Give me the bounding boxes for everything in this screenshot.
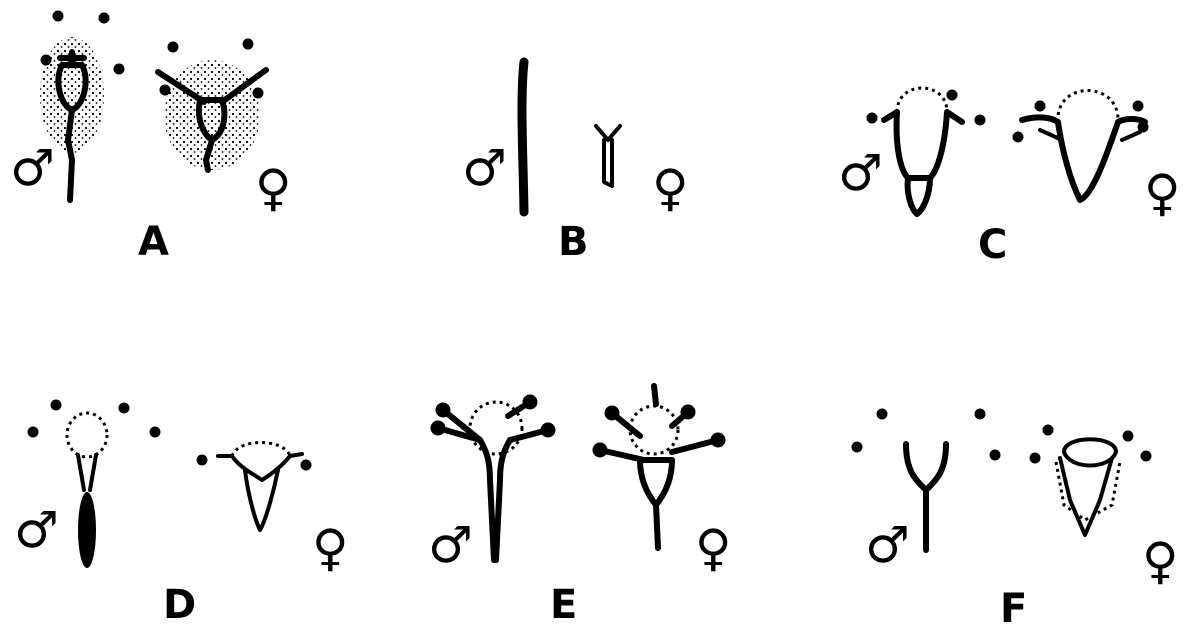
cup-outline	[881, 109, 965, 181]
panel-f-label: F	[1000, 586, 1027, 628]
dot	[98, 12, 110, 24]
stalk	[477, 437, 513, 563]
cup-outline	[216, 452, 304, 482]
dot	[1034, 100, 1046, 112]
panel-c-label: C	[978, 222, 1007, 268]
panel-f: ♂ ♀ F	[851, 408, 1179, 628]
panel-e-male-figure	[430, 394, 556, 563]
panel-d-female-figure	[196, 441, 312, 532]
dot	[1132, 100, 1144, 112]
stalk	[65, 107, 75, 203]
dot	[1140, 450, 1152, 462]
panel-b-label: B	[558, 219, 589, 265]
female-symbol: ♀	[652, 159, 689, 217]
dashed-circle	[468, 400, 524, 456]
dot	[159, 84, 171, 96]
panel-d-male-figure	[27, 399, 161, 568]
tip	[243, 468, 280, 532]
female-symbol: ♀	[695, 519, 732, 577]
male-symbol: ♂	[838, 144, 883, 202]
dot	[851, 441, 863, 453]
panel-d-label: D	[163, 582, 196, 628]
dot	[113, 63, 125, 75]
dashed-arc	[1056, 89, 1120, 123]
female-symbol: ♀	[1142, 532, 1179, 590]
dot	[876, 408, 888, 420]
panel-e-female-figure	[592, 383, 726, 551]
dot	[242, 38, 254, 50]
dashed-circle	[65, 411, 109, 459]
panel-e: ♂ ♀ E	[428, 383, 732, 628]
panel-a-label: A	[138, 219, 169, 265]
dot	[1042, 424, 1054, 436]
stalk	[76, 453, 98, 492]
dot	[974, 114, 986, 126]
cup-outline	[903, 441, 949, 493]
dot	[1029, 452, 1041, 464]
dot	[118, 402, 130, 414]
panel-b-female-figure	[594, 124, 622, 188]
panel-a-male-figure	[40, 10, 125, 203]
dot	[52, 10, 64, 22]
dot	[1122, 430, 1134, 442]
panel-b: ♂ ♀ B	[462, 57, 689, 265]
tip	[904, 175, 933, 217]
panel-b-male-figure	[517, 57, 529, 217]
panel-f-female-figure	[1029, 424, 1152, 537]
cup-outline	[1062, 437, 1118, 468]
cup-outline	[1019, 114, 1148, 203]
dashed-arc	[895, 86, 949, 113]
panel-f-male-figure	[851, 408, 1001, 553]
dot	[167, 41, 179, 53]
panel-a: ♂ ♀ A	[10, 10, 292, 265]
panel-e-label: E	[550, 582, 577, 628]
panel-d: ♂ ♀ D	[14, 399, 349, 628]
stalk	[637, 457, 675, 551]
dot	[149, 426, 161, 438]
dot	[974, 408, 986, 420]
panel-a-female-figure	[155, 38, 269, 173]
solid-body	[78, 492, 96, 568]
dotted-edge	[1054, 461, 1122, 522]
female-symbol: ♀	[312, 519, 349, 577]
stipple-region	[40, 37, 104, 153]
dot	[866, 112, 878, 124]
panel-c: ♂ ♀ C	[838, 86, 1181, 268]
tip	[1058, 456, 1114, 537]
dot	[1012, 131, 1024, 143]
stipple-region	[164, 60, 260, 170]
male-symbol: ♂	[865, 516, 910, 574]
female-symbol: ♀	[255, 159, 292, 217]
male-symbol: ♂	[10, 139, 55, 197]
arms	[1038, 128, 1142, 142]
dot	[50, 399, 62, 411]
dot	[196, 454, 208, 466]
male-symbol: ♂	[14, 501, 59, 559]
arms	[435, 399, 551, 443]
dot	[300, 459, 312, 471]
male-symbol: ♂	[428, 516, 473, 574]
arms	[155, 67, 269, 105]
female-symbol: ♀	[1144, 164, 1181, 222]
male-symbol: ♂	[462, 139, 507, 197]
dot	[946, 89, 958, 101]
dashed-arc	[230, 441, 292, 457]
dot	[27, 426, 39, 438]
panel-c-male-figure	[866, 86, 986, 217]
dot	[989, 449, 1001, 461]
panel-c-female-figure	[1012, 89, 1149, 203]
stalk	[203, 137, 215, 173]
arms	[597, 383, 721, 463]
